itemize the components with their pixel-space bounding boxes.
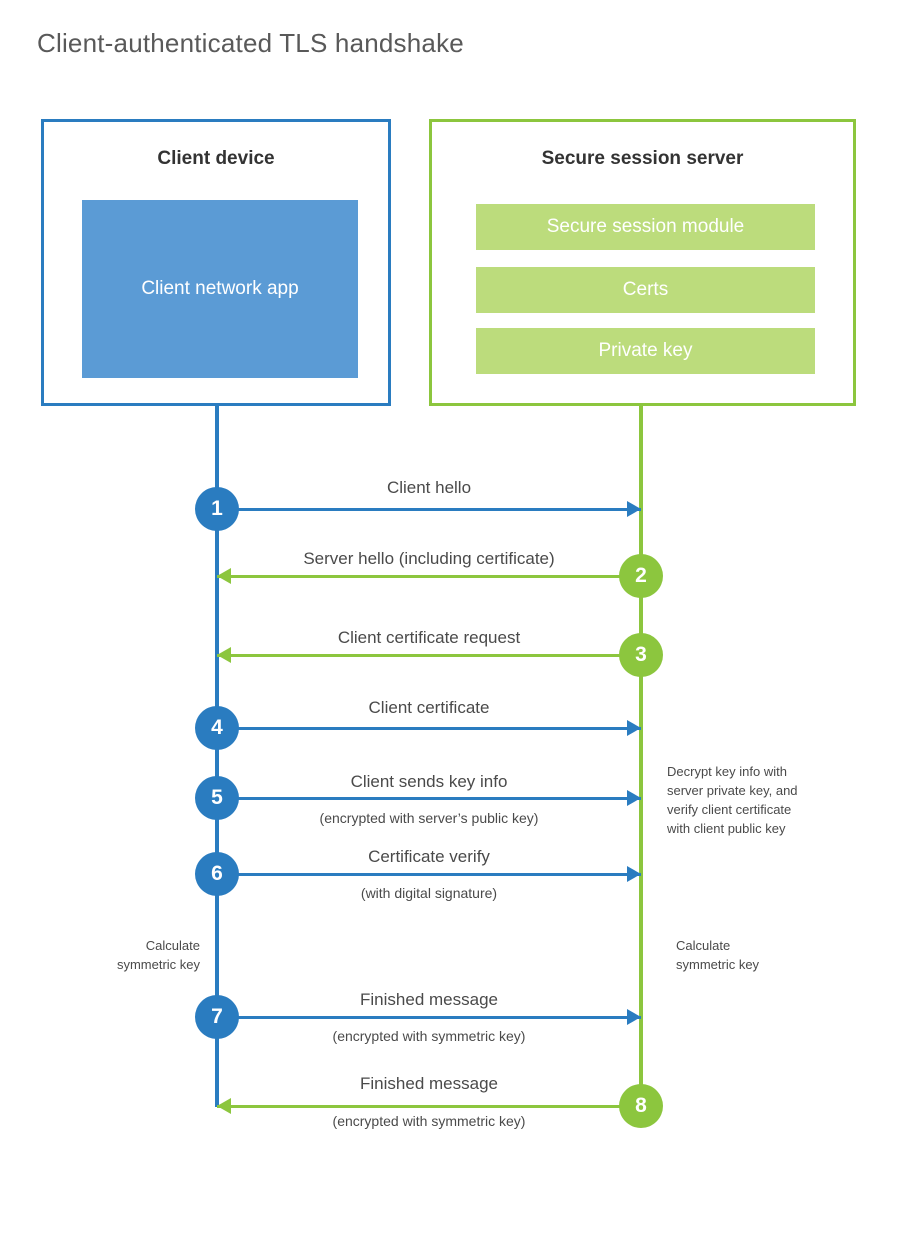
step-1-arrow-line bbox=[217, 508, 641, 511]
step-2-label: Server hello (including certificate) bbox=[303, 549, 555, 568]
note-calc-client-line-2: symmetric key bbox=[116, 956, 200, 972]
server-component-private-key: Private key bbox=[476, 328, 815, 374]
step-1-badge: 1 bbox=[195, 487, 239, 531]
step-6-badge: 6 bbox=[195, 852, 239, 896]
page-title: Client-authenticated TLS handshake bbox=[37, 28, 464, 58]
step-7-badge: 7 bbox=[195, 995, 239, 1039]
step-8-sublabel: (encrypted with symmetric key) bbox=[332, 1113, 526, 1129]
note-calculate-symmetric-key-client: Calculate symmetric key bbox=[40, 937, 200, 975]
step-4-arrowhead-icon bbox=[627, 720, 641, 736]
step-8-badge: 8 bbox=[619, 1084, 663, 1128]
step-7-label: Finished message bbox=[360, 990, 498, 1009]
step-1-arrowhead-icon bbox=[627, 501, 641, 517]
client-lifeline bbox=[215, 404, 219, 1107]
note-decrypt-line-2: server private key, and bbox=[667, 782, 798, 798]
note-decrypt-line-3: verify client certificate bbox=[667, 801, 792, 817]
client-device-title: Client device bbox=[157, 148, 275, 169]
step-6-sublabel: (with digital signature) bbox=[360, 885, 498, 901]
step-7-sublabel: (encrypted with symmetric key) bbox=[332, 1028, 526, 1044]
note-decrypt-line-4: with client public key bbox=[667, 820, 786, 836]
note-calc-client-line-1: Calculate bbox=[145, 938, 200, 953]
step-8-arrowhead-icon bbox=[217, 1098, 231, 1114]
step-4-arrow-line bbox=[217, 727, 641, 730]
step-6-label: Certificate verify bbox=[368, 847, 490, 866]
client-device-box: Client device Client network app bbox=[41, 119, 391, 406]
step-5-arrow-line bbox=[217, 797, 641, 800]
step-5-arrowhead-icon bbox=[627, 790, 641, 806]
note-decrypt-line-1: Decrypt key info with bbox=[667, 764, 787, 779]
step-7-arrowhead-icon bbox=[627, 1009, 641, 1025]
step-5-badge: 5 bbox=[195, 776, 239, 820]
step-3-arrow-line bbox=[217, 654, 641, 657]
step-3-badge: 3 bbox=[619, 633, 663, 677]
step-4-label: Client certificate bbox=[368, 698, 490, 717]
step-3-label: Client certificate request bbox=[337, 628, 521, 647]
secure-session-server-box: Secure session server Secure session mod… bbox=[429, 119, 856, 406]
step-5-sublabel: (encrypted with server’s public key) bbox=[319, 810, 539, 826]
step-1-label: Client hello bbox=[386, 478, 472, 497]
step-2-arrow-line bbox=[217, 575, 641, 578]
step-2-arrowhead-icon bbox=[217, 568, 231, 584]
step-2-badge: 2 bbox=[619, 554, 663, 598]
step-3-arrowhead-icon bbox=[217, 647, 231, 663]
note-calc-server-line-2: symmetric key bbox=[676, 956, 760, 972]
server-component-certs: Certs bbox=[476, 267, 815, 313]
server-component-secure-session-module: Secure session module bbox=[476, 204, 815, 250]
step-8-arrow-line bbox=[217, 1105, 641, 1108]
note-calculate-symmetric-key-server: Calculate symmetric key bbox=[676, 937, 846, 975]
step-7-arrow-line bbox=[217, 1016, 641, 1019]
step-6-arrowhead-icon bbox=[627, 866, 641, 882]
client-network-app-block: Client network app bbox=[82, 200, 358, 378]
note-decrypt-key-info: Decrypt key info with server private key… bbox=[667, 763, 867, 838]
step-6-arrow-line bbox=[217, 873, 641, 876]
step-8-label: Finished message bbox=[360, 1074, 498, 1093]
server-lifeline bbox=[639, 404, 643, 1107]
note-calc-server-line-1: Calculate bbox=[676, 938, 731, 953]
secure-session-server-title: Secure session server bbox=[541, 148, 744, 169]
step-5-label: Client sends key info bbox=[350, 772, 508, 791]
step-4-badge: 4 bbox=[195, 706, 239, 750]
